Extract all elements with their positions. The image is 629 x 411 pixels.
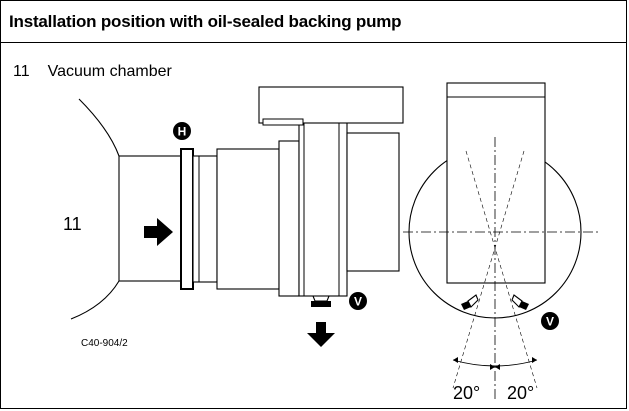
chamber-tube [118,155,182,282]
pump-body [216,148,280,290]
pump-step [278,140,300,297]
angle-label-right: 20° [507,383,534,403]
flange-h [180,148,194,290]
marker-v-circle-1 [349,292,367,310]
marker-h-circle [173,122,191,140]
angle-label-left: 20° [453,383,480,403]
pump-rear [346,132,400,272]
legend-row: 11 Vacuum chamber [13,63,172,81]
figure-code: C40-904/2 [81,338,128,349]
marker-v-label-2: V [546,315,554,329]
legend-label: Vacuum chamber [47,63,172,80]
down-arrow [307,322,335,347]
pump-main [298,115,348,297]
marker-v-label-1: V [354,295,362,309]
pump-collar [192,155,218,283]
top-box [258,86,404,124]
figure-title: Installation position with oil-sealed ba… [1,1,626,43]
marker-h-label: H [178,125,187,139]
chamber-arc-top [78,98,120,157]
flow-arrow [144,218,173,246]
chamber-arc-bottom [70,280,120,320]
side-view-body [446,82,546,284]
chamber-label: 11 [63,214,82,234]
marker-v-circle-2 [541,312,559,330]
angle-arc [452,359,538,367]
valve-nozzle [312,295,330,302]
legend-number: 11 [13,63,30,80]
